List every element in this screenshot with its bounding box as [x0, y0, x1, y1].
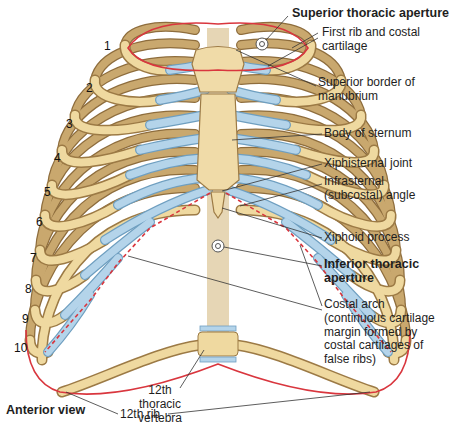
- structure-label: Superior thoracic aperture: [292, 6, 450, 20]
- callout-number: 10: [14, 342, 38, 356]
- structure-label: Inferior thoracic aperture: [324, 257, 444, 286]
- structure-label: Infrasternal (subcostal) angle: [324, 175, 442, 203]
- callout-number: 3: [66, 118, 86, 132]
- callout-number: 9: [22, 313, 42, 327]
- callout-number: 5: [44, 186, 64, 200]
- callout-number: 6: [36, 216, 56, 230]
- structure-label: 12th rib: [120, 408, 180, 422]
- view-caption: Anterior view: [6, 403, 116, 417]
- structure-label: Costal arch (continuous cartilage margin…: [324, 298, 442, 367]
- sternum: [192, 47, 244, 219]
- twelfth-vertebra: [198, 326, 238, 362]
- structure-label: Superior border of manubrium: [318, 76, 438, 104]
- callout-number: 2: [86, 82, 106, 96]
- structure-label: Xiphisternal joint: [324, 157, 444, 171]
- callout-number: 7: [30, 252, 50, 266]
- callout-number: 1: [104, 40, 124, 54]
- structure-label: First rib and costal cartilage: [322, 26, 442, 54]
- structure-label: Xiphoid process: [324, 231, 444, 245]
- callout-number: 4: [54, 152, 74, 166]
- region-markers: [212, 38, 268, 252]
- callout-number: 8: [25, 283, 45, 297]
- structure-label: Body of sternum: [324, 127, 444, 141]
